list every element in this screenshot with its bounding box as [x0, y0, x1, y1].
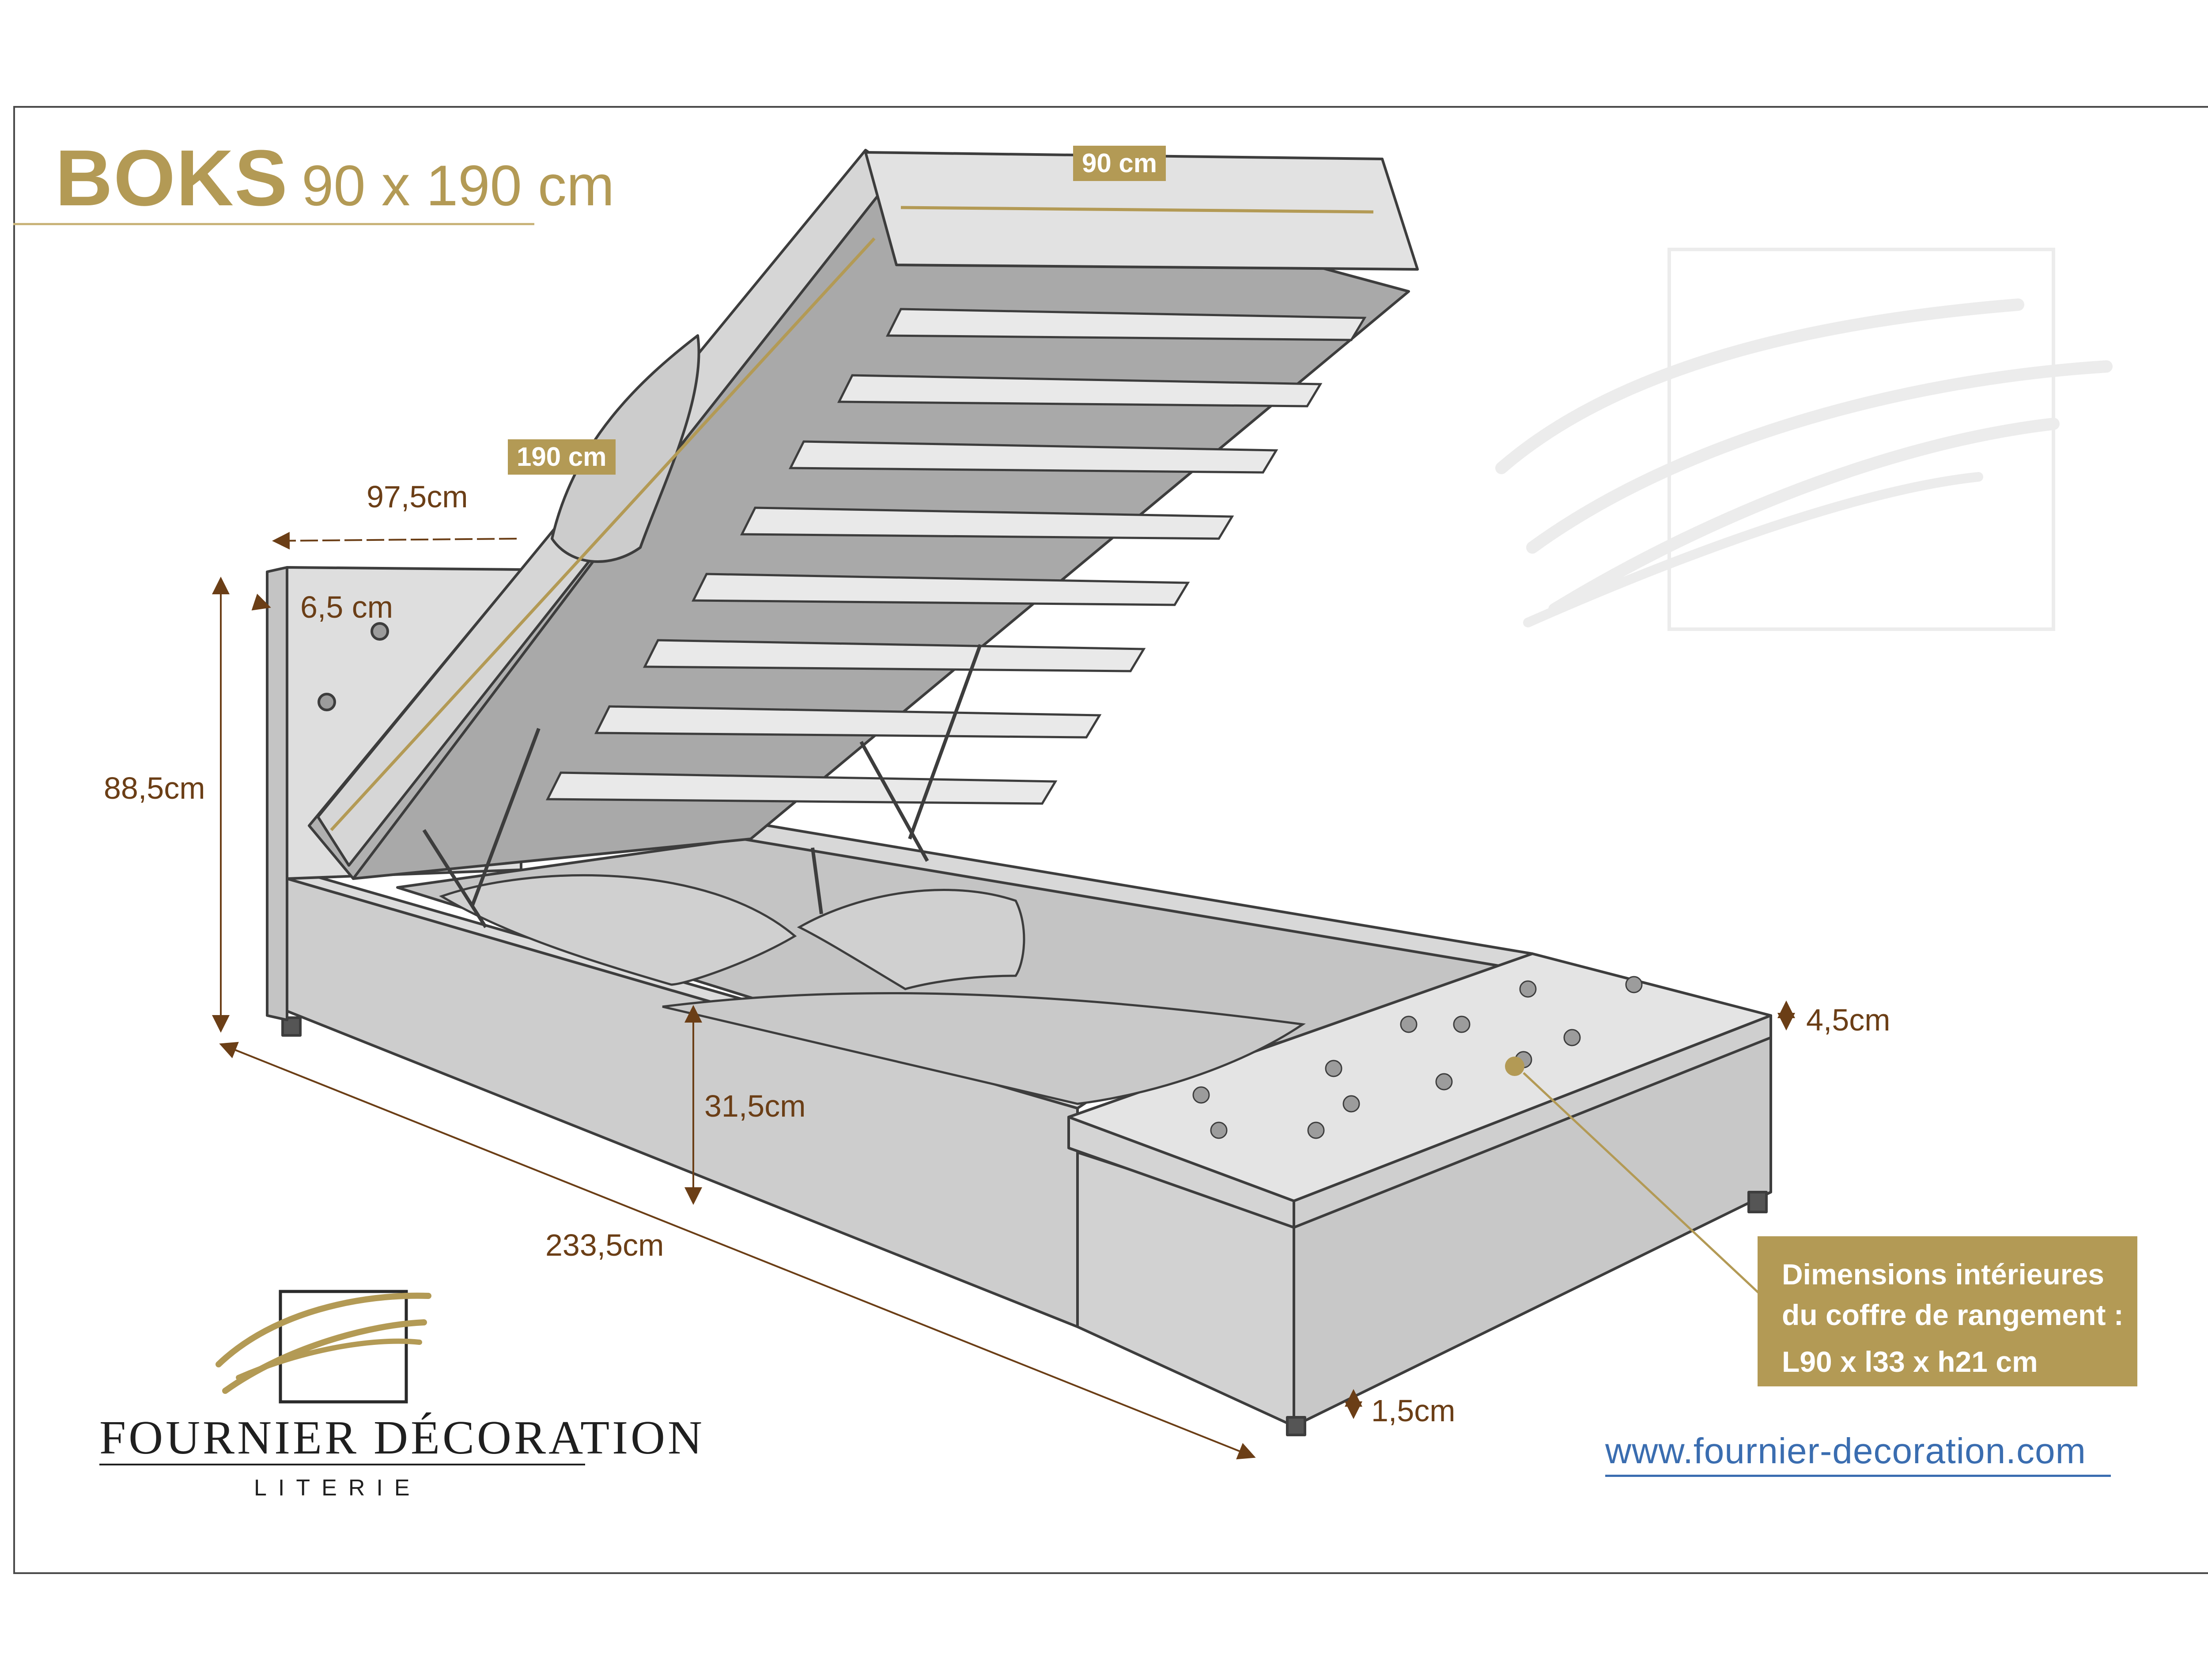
foot-front	[1286, 1416, 1306, 1436]
product-size: 90 x 190 cm	[302, 153, 615, 218]
storage-info-line-1: Dimensions intérieures	[1782, 1258, 2104, 1291]
storage-info-line-3: L90 x l33 x h21 cm	[1782, 1345, 2038, 1378]
brand-logo-icon	[216, 1290, 431, 1404]
mattress-length-tag: 190 cm	[508, 439, 616, 475]
website-underline	[1605, 1475, 2111, 1477]
title-underline	[13, 223, 534, 225]
storage-info-line-2: du coffre de rangement :	[1782, 1299, 2124, 1331]
website-link[interactable]: www.fournier-decoration.com	[1605, 1431, 2086, 1471]
frame-height-label: 31,5cm	[704, 1089, 806, 1123]
foot-left	[281, 1016, 302, 1037]
total-width-label: 97,5cm	[367, 479, 468, 514]
bench-cushion-label: 4,5cm	[1806, 1003, 1890, 1037]
gas-struts	[422, 644, 982, 929]
page-frame	[13, 106, 2208, 1574]
product-name: BOKS	[55, 134, 289, 223]
mattress-width-tag: 90 cm	[1073, 146, 1166, 181]
pillow-large	[439, 874, 797, 986]
slats	[545, 308, 1367, 805]
storage-callout	[1505, 1057, 1765, 1299]
lid-handle	[551, 334, 700, 563]
dimension-lines	[212, 532, 1795, 1460]
watermark-logo-icon	[1495, 248, 2113, 631]
pillow-small	[797, 889, 1025, 990]
bench-cushion-side	[1293, 1014, 1772, 1229]
storage-info-box: Dimensions intérieures du coffre de rang…	[1758, 1236, 2137, 1386]
mattress-measure-lines	[330, 206, 1374, 831]
total-length-label: 233,5cm	[545, 1228, 664, 1262]
foot-clearance-label: 1,5cm	[1371, 1393, 1456, 1428]
brand-name: FOURNIER DÉCORATION	[99, 1412, 705, 1464]
brand-underline	[99, 1464, 585, 1465]
brand-subtitle: LITERIE	[254, 1475, 421, 1501]
headboard-height-label: 88,5cm	[104, 771, 205, 805]
headboard-front	[266, 566, 288, 1021]
foot-right	[1747, 1191, 1768, 1213]
headboard-thickness-label: 6,5 cm	[300, 590, 393, 624]
